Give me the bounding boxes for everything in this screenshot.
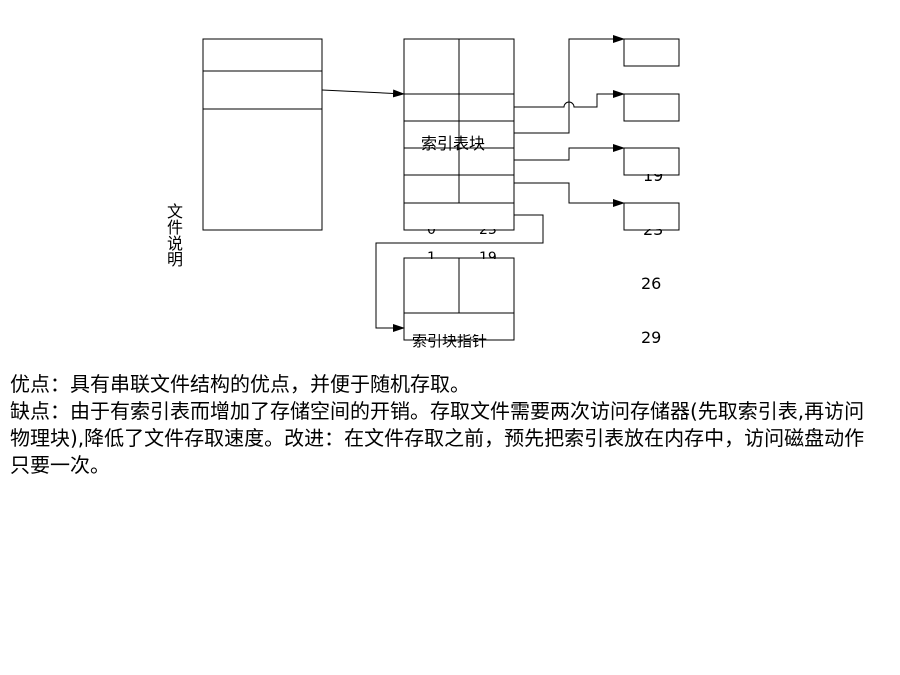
file-descriptor-box [202, 38, 323, 231]
disadvantages-text: 缺点：由于有索引表而增加了存储空间的开销。存取文件需要两次访问存储器(先取索引表… [10, 399, 865, 477]
next-index-block-arrow [375, 214, 544, 332]
index-pointer-arrow-1 [514, 35, 625, 134]
diagram-overlay-lines [403, 147, 680, 340]
index-pointer-label: 索引块指针 [412, 332, 488, 350]
file-descriptor-label: 文件说明 [164, 203, 183, 267]
block-number-26: 26 [641, 274, 662, 293]
index-pointer-arrow-3 [514, 144, 625, 161]
index-pointer-arrow-2 [514, 90, 625, 108]
index-pointer-arrow-4 [514, 182, 625, 207]
physical-block-1 [623, 38, 680, 67]
index-block-label: 索引表块 [421, 134, 486, 153]
descriptor-to-index-arrow [321, 89, 405, 98]
physical-block-2 [623, 93, 680, 122]
advantages-text: 优点：具有串联文件结构的优点，并便于随机存取。 [10, 372, 470, 396]
block-number-29: 29 [641, 328, 662, 347]
